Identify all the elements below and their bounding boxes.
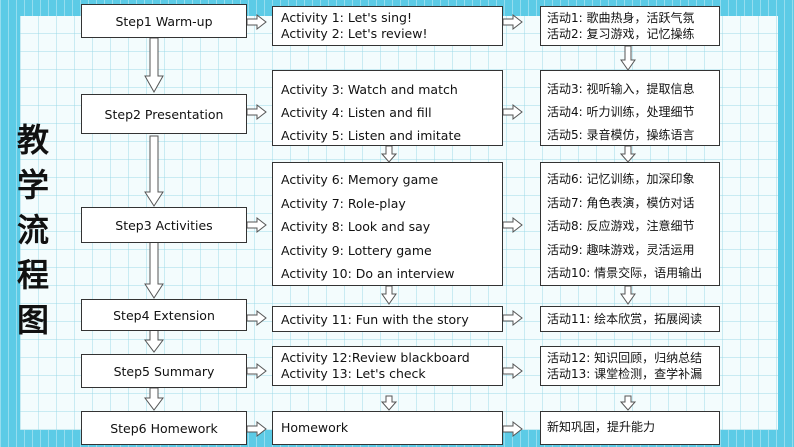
right-arrow [246,217,267,233]
goal-item: 新知巩固，提升能力 [547,420,656,434]
activity-item: Activity 12:Review blackboard [281,350,470,365]
step5-box: Step5 Summary [81,354,247,388]
down-arrow [144,37,164,94]
right-arrow [246,104,267,120]
goal-group-2: 活动3: 视听输入，提取信息 活动4: 听力训练，处理细节 活动5: 录音模仿，… [540,70,720,146]
step6-box: Step6 Homework [81,411,247,445]
down-arrow [144,135,164,207]
goal-item: 活动4: 听力训练，处理细节 [547,105,695,119]
step-label: Step4 Extension [113,307,215,323]
activity-item: Homework [281,420,349,435]
activity-group-1: Activity 1: Let's sing! Activity 2: Let'… [272,6,503,46]
down-arrow [380,145,398,163]
goal-item: 活动8: 反应游戏，注意细节 [547,219,695,234]
step4-box: Step4 Extension [81,299,247,331]
activity-item: Activity 8: Look and say [281,219,431,235]
activity-item: Activity 9: Lottery game [281,242,432,258]
vertical-title: 教 学 流 程 图 [10,118,56,343]
down-arrow [381,285,397,305]
activity-group-6: Homework [272,411,503,445]
goal-item: 活动12: 知识回顾，归纳总结 [547,351,703,365]
right-arrow [502,14,523,30]
step3-box: Step3 Activities [81,207,247,243]
activity-item: Activity 10: Do an interview [281,266,455,282]
right-arrow [246,421,267,437]
activity-item: Activity 7: Role-play [281,195,406,211]
goal-item: 活动5: 录音模仿，操练语言 [547,128,695,142]
title-char: 教 [16,121,49,159]
down-arrow [144,387,164,411]
activity-item: Activity 13: Let's check [281,366,426,381]
down-arrow [619,395,637,411]
activity-item: Activity 1: Let's sing! [281,10,412,25]
goal-item: 活动6: 记忆训练，加深印象 [547,172,695,186]
right-arrow [502,310,523,326]
title-char: 程 [16,256,49,294]
down-arrow [380,395,398,411]
right-arrow [502,104,523,120]
step2-box: Step2 Presentation [81,94,247,134]
right-arrow [246,310,267,326]
down-arrow [144,241,164,299]
goal-item: 活动13: 课堂检测，查学补漏 [547,367,703,381]
goal-group-3: 活动6: 记忆训练，加深印象 活动7: 角色表演，模仿对话 活动8: 反应游戏，… [540,162,720,286]
down-arrow [144,329,164,353]
goal-item: 活动9: 趣味游戏，灵活运用 [547,242,695,257]
goal-item: 活动11: 绘本欣赏，拓展阅读 [547,312,703,326]
goal-item: 活动1: 歌曲热身，活跃气氛 [547,11,695,25]
down-arrow [620,45,636,71]
step-label: Step1 Warm-up [115,13,213,29]
right-arrow [246,363,267,379]
activity-group-5: Activity 12:Review blackboard Activity 1… [272,346,503,386]
goal-group-1: 活动1: 歌曲热身，活跃气氛 活动2: 复习游戏，记忆操练 [540,6,720,46]
title-char: 流 [16,211,49,249]
goal-item: 活动2: 复习游戏，记忆操练 [547,27,695,41]
down-arrow [620,285,636,305]
step-label: Step6 Homework [110,420,218,436]
down-arrow [619,145,637,163]
goal-group-6: 新知巩固，提升能力 [540,411,720,445]
activity-item: Activity 5: Listen and imitate [281,128,462,143]
step-label: Step5 Summary [113,363,215,379]
step-label: Step3 Activities [115,217,213,233]
goal-item: 活动10: 情景交际，语用输出 [547,266,703,281]
activity-item: Activity 3: Watch and match [281,82,458,97]
activity-item: Activity 11: Fun with the story [281,312,469,327]
title-char: 图 [16,301,49,339]
right-arrow [246,14,267,30]
right-arrow [502,217,523,233]
step-label: Step2 Presentation [104,106,224,122]
goal-group-4: 活动11: 绘本欣赏，拓展阅读 [540,306,720,332]
activity-group-3: Activity 6: Memory game Activity 7: Role… [272,162,503,286]
goal-item: 活动3: 视听输入，提取信息 [547,82,695,96]
activity-group-2: Activity 3: Watch and match Activity 4: … [272,70,503,146]
goal-group-5: 活动12: 知识回顾，归纳总结 活动13: 课堂检测，查学补漏 [540,346,720,386]
activity-item: Activity 6: Memory game [281,172,439,187]
right-arrow [502,363,523,379]
activity-item: Activity 2: Let's review! [281,26,428,41]
title-char: 学 [16,166,49,204]
goal-item: 活动7: 角色表演，模仿对话 [547,195,695,210]
activity-group-4: Activity 11: Fun with the story [272,306,503,332]
activity-item: Activity 4: Listen and fill [281,105,432,120]
step1-box: Step1 Warm-up [81,4,247,38]
right-arrow [502,421,523,437]
